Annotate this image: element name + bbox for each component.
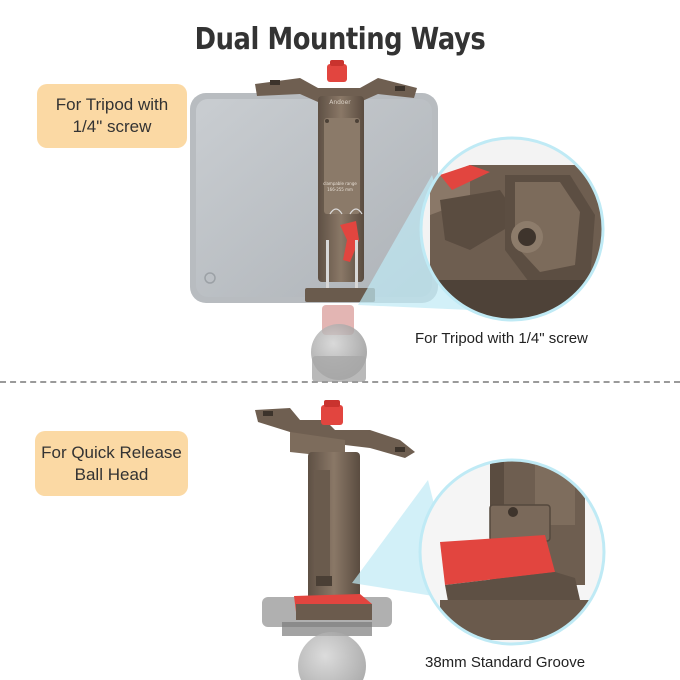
tablet-holder: clampable range 166-255 mm Andoer bbox=[255, 60, 417, 302]
zoom-circle-tripod-screw bbox=[419, 136, 605, 322]
clamp-range-label-line1: clampable range bbox=[323, 181, 357, 186]
tripod-mount-badge: For Tripod with 1/4" screw bbox=[37, 84, 187, 148]
page-title: Dual Mounting Ways bbox=[194, 22, 486, 57]
tripod-ball-head-top bbox=[311, 305, 367, 382]
tablet bbox=[190, 93, 438, 303]
quick-release-badge: For Quick Release Ball Head bbox=[35, 431, 188, 496]
zoom-circle-standard-groove bbox=[418, 458, 606, 646]
section-divider bbox=[0, 381, 680, 383]
brand-mark: Andoer bbox=[329, 99, 351, 106]
quick-release-badge-line1: For Quick Release bbox=[41, 442, 182, 462]
tripod-badge-line2: 1/4" screw bbox=[72, 117, 152, 136]
standard-groove-caption: 38mm Standard Groove bbox=[425, 654, 586, 671]
tripod-screw-caption: For Tripod with 1/4" screw bbox=[415, 330, 588, 347]
quick-release-badge-line2: Ball Head bbox=[74, 464, 149, 484]
tripod-badge-line1: For Tripod with bbox=[55, 95, 169, 114]
clamp-range-label-line2: 166-255 mm bbox=[327, 187, 353, 192]
phone-holder bbox=[255, 400, 415, 620]
